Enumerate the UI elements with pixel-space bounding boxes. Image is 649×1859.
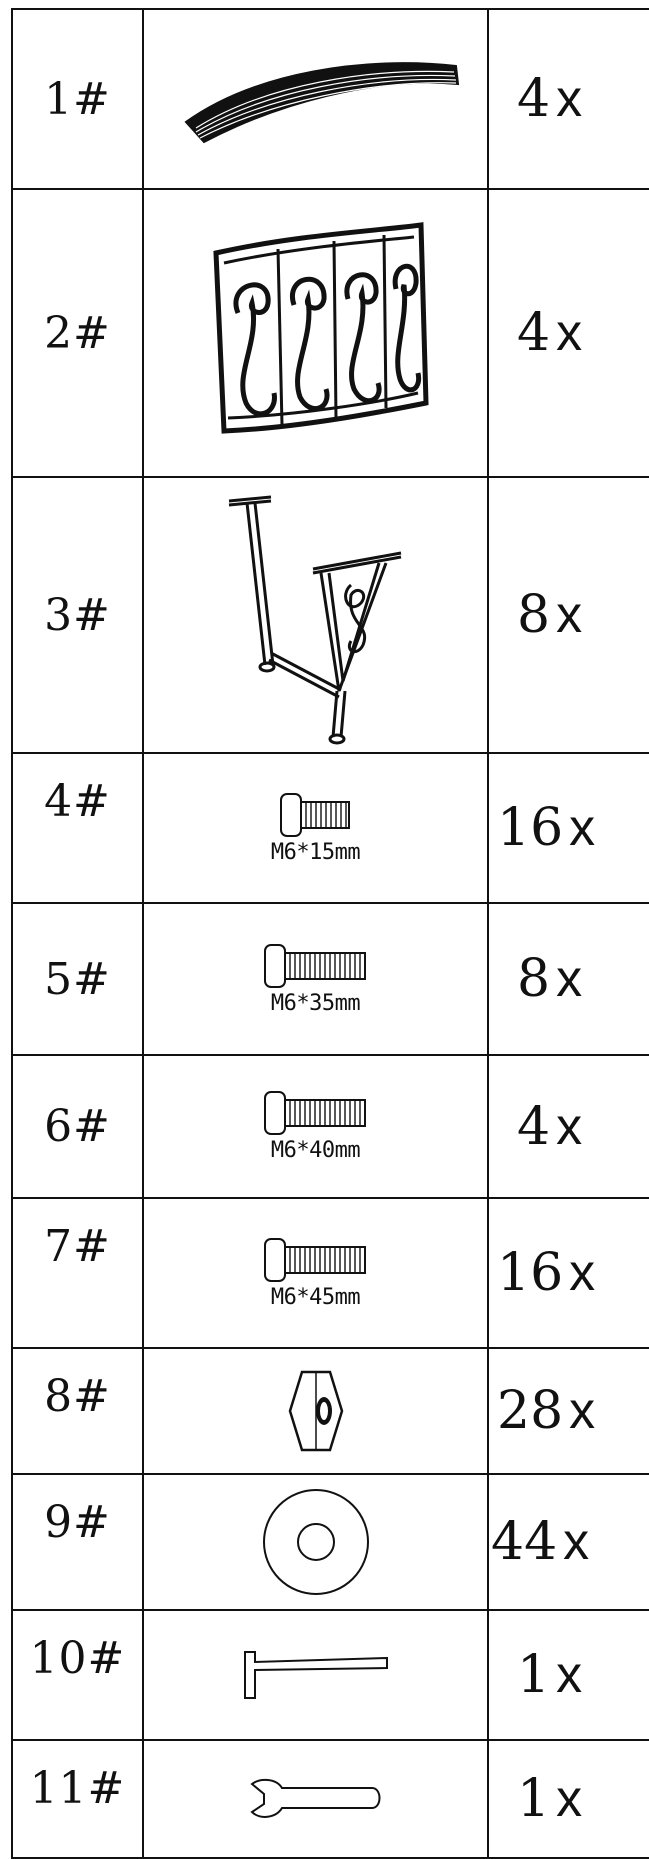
part-number: 7# [11,1197,144,1349]
qty-unit: x [569,1382,596,1440]
part-picture [142,8,489,190]
qty-unit: x [569,799,596,857]
wrench-icon [249,1778,380,1818]
part-number: 10# [11,1609,144,1741]
bolt-spec: M6*45mm [270,1284,361,1310]
table-row: 6# M6*40mm [11,1054,649,1199]
qty-value: 16 [497,1243,564,1303]
qty-unit: x [556,1646,583,1704]
qty-value: 28 [497,1381,564,1441]
bolt-spec: M6*15mm [270,839,361,865]
qty-value: 1 [517,1645,551,1705]
qty-unit: x [556,586,583,644]
part-number: 9# [11,1473,144,1611]
part-picture [142,188,489,478]
part-picture [142,1347,489,1475]
qty-value: 44 [491,1512,558,1572]
qty-unit: x [556,1770,583,1828]
part-picture: M6*15mm [142,752,489,904]
part-number: 2# [11,188,144,478]
scroll-railing-panel-icon [212,222,429,434]
table-row: 5# M6*35mm [11,902,649,1056]
part-picture [142,1609,489,1741]
bolt-icon [263,943,366,988]
qty-value: 8 [517,585,551,645]
table-row: 3# [11,476,649,754]
part-picture: M6*40mm [142,1054,489,1199]
qty-unit: x [563,1513,590,1571]
qty-value: 1 [517,1769,551,1829]
qty-unit: x [556,1097,583,1156]
bolt-icon [279,792,350,837]
part-number: 11# [11,1739,144,1859]
qty-unit: x [556,950,583,1008]
bolt-spec: M6*35mm [270,990,361,1016]
part-picture: M6*35mm [142,902,489,1056]
qty-value: 8 [517,949,551,1009]
allen-key-icon [243,1651,388,1699]
part-number: 5# [11,902,144,1056]
washer-icon [262,1489,369,1595]
qty-value: 4 [517,303,551,363]
qty-value: 4 [517,1096,551,1157]
qty-value: 4 [517,69,551,129]
part-number: 1# [11,8,144,190]
bolt-icon [263,1091,366,1135]
bolt-icon [263,1237,366,1282]
qty-unit: x [569,1244,596,1302]
qty-value: 16 [497,798,564,858]
part-picture [142,476,489,754]
part-number: 6# [11,1054,144,1199]
qty-unit: x [556,70,583,128]
bolt-spec: M6*40mm [270,1138,361,1163]
part-number: 8# [11,1347,144,1475]
part-picture [142,1739,489,1859]
curved-slat-panel-icon [184,62,459,144]
table-row: 2# [11,188,649,478]
part-picture: M6*45mm [142,1197,489,1349]
part-number: 3# [11,476,144,754]
part-picture [142,1473,489,1611]
part-number: 4# [11,752,144,904]
table-row: 7# M6*45mm [11,1197,649,1349]
qty-unit: x [556,304,583,362]
hex-nut-icon [288,1370,343,1452]
leg-frame-icon [228,495,401,745]
